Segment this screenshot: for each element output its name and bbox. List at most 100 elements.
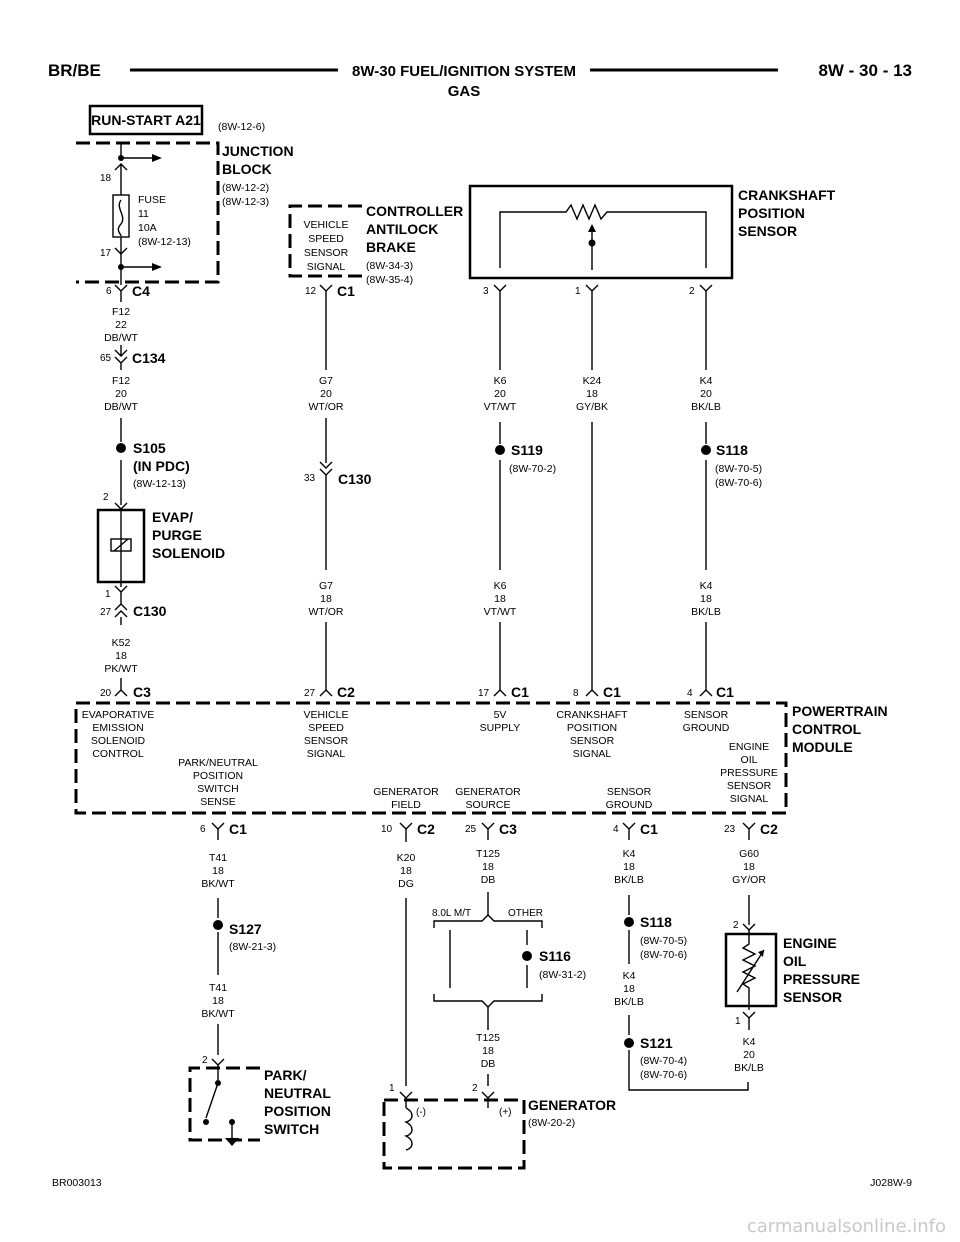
- wire-k52-color: PK/WT: [104, 663, 138, 675]
- wire-k4c-gauge: 18: [623, 861, 635, 873]
- wire-k52-gauge: 18: [115, 650, 127, 662]
- wire-k4d-gauge: 18: [623, 983, 635, 995]
- splice-s118-bottom-dot: [624, 917, 634, 927]
- splice-s105-location: (IN PDC): [133, 458, 190, 474]
- wire-f12b-color: DB/WT: [104, 401, 138, 413]
- splice-s105-dot: [116, 443, 126, 453]
- pcm-label-eop-line-4: SENSOR: [727, 780, 772, 792]
- pcm-label-vss-line-4: SIGNAL: [307, 748, 346, 760]
- c130-mid-connector: C130: [338, 471, 372, 487]
- pcm-c1-pin-4: 4: [687, 688, 693, 699]
- wire-k20-id: K20: [397, 852, 416, 864]
- pn-switch-pin: 2: [202, 1055, 208, 1066]
- crank-pin-3: 3: [483, 286, 489, 297]
- run-start-label: RUN-START A21: [91, 112, 201, 128]
- footer-left: BR003013: [52, 1177, 102, 1189]
- wire-k4d-color: BK/LB: [614, 996, 644, 1008]
- evap-pin-top: 2: [103, 492, 109, 503]
- pn-switch-name-2: NEUTRAL: [264, 1085, 331, 1101]
- wire-f12b-id: F12: [112, 375, 130, 387]
- abs-box-4: SIGNAL: [307, 261, 346, 273]
- abs-ref-2: (8W-35-4): [366, 274, 413, 286]
- pn-switch-name-1: PARK/: [264, 1067, 307, 1083]
- pcm-name-2: CONTROL: [792, 721, 862, 737]
- pcm-label-evap-line-2: EMISSION: [92, 722, 143, 734]
- header-right: 8W - 30 - 13: [818, 61, 912, 80]
- pcm-label-vss-line-2: SPEED: [308, 722, 344, 734]
- wire-k4c-color: BK/LB: [614, 874, 644, 886]
- wire-k24-id: K24: [583, 375, 602, 387]
- pcm-c2-connector: C2: [337, 684, 355, 700]
- crank-name-3: SENSOR: [738, 223, 797, 239]
- wire-k6-gauge: 20: [494, 388, 506, 400]
- fuse-body: [112, 194, 130, 238]
- pcm-label-gen-field-line-2: FIELD: [391, 799, 421, 811]
- c4-connector: C4: [132, 283, 150, 299]
- wire-f12b-gauge: 20: [115, 388, 127, 400]
- evap-pin-bottom: 1: [105, 589, 111, 600]
- pn-switch-name-3: POSITION: [264, 1103, 331, 1119]
- footer-right: J028W-9: [870, 1177, 912, 1189]
- eop-name-4: SENSOR: [783, 989, 842, 1005]
- wire-k52-id: K52: [112, 637, 131, 649]
- wire-k6b-color: VT/WT: [484, 606, 517, 618]
- pcm-label-park-neutral-line-4: SENSE: [200, 796, 236, 808]
- pcm-c2-pin: 27: [304, 688, 316, 699]
- pcm-c1-pin-8: 8: [573, 688, 579, 699]
- c130-mid-pin: 33: [304, 473, 316, 484]
- run-start-ref: (8W-12-6): [218, 121, 265, 133]
- wire-k4e-color: BK/LB: [734, 1062, 764, 1074]
- wire-k4-color: BK/LB: [691, 401, 721, 413]
- crankshaft-sensor-box: [468, 184, 734, 280]
- eop-sensor-pin-bottom: 1: [735, 1016, 741, 1027]
- junction-block-border: [76, 141, 220, 284]
- wire-t41-color: BK/WT: [201, 878, 235, 890]
- eop-name-3: PRESSURE: [783, 971, 860, 987]
- pcm-label-eop-line-3: PRESSURE: [720, 767, 778, 779]
- pcm-name-1: POWERTRAIN: [792, 703, 888, 719]
- c134-connector: C134: [132, 350, 166, 366]
- pcm-label-park-neutral-line-2: POSITION: [193, 770, 243, 782]
- splice-s119-ref: (8W-70-2): [509, 463, 556, 475]
- pcm-name-3: MODULE: [792, 739, 853, 755]
- splice-s121-dot: [624, 1038, 634, 1048]
- wire-k6-color: VT/WT: [484, 401, 517, 413]
- evap-name-3: SOLENOID: [152, 545, 225, 561]
- splice-s116-ref: (8W-31-2): [539, 969, 586, 981]
- wire-k4c-id: K4: [623, 848, 636, 860]
- option-other: OTHER: [508, 908, 543, 919]
- abs-name-3: BRAKE: [366, 239, 416, 255]
- splice-s118-top-ref-1: (8W-70-5): [715, 463, 762, 475]
- splice-s118-top: S118: [716, 442, 748, 458]
- fuse-num: 11: [138, 208, 149, 220]
- abs-box-3: SENSOR: [304, 247, 349, 259]
- crank-name-1: CRANKSHAFT: [738, 187, 836, 203]
- junction-name-1: JUNCTION: [222, 143, 294, 159]
- generator-ref: (8W-20-2): [528, 1117, 575, 1129]
- wire-k6-id: K6: [494, 375, 507, 387]
- generator-pin-2: 2: [472, 1083, 478, 1094]
- wire-g7b-gauge: 18: [320, 593, 332, 605]
- junction-ref-1: (8W-12-2): [222, 182, 269, 194]
- wire-k4-id: K4: [700, 375, 713, 387]
- wire-t125b-color: DB: [481, 1058, 496, 1070]
- c4-pin: 6: [106, 286, 112, 297]
- eop-name-2: OIL: [783, 953, 807, 969]
- eop-name-1: ENGINE: [783, 935, 837, 951]
- abs-controller-border: [288, 204, 362, 278]
- pcm-label-evap-line-1: EVAPORATIVE: [82, 709, 155, 721]
- junction-ref-2: (8W-12-3): [222, 196, 269, 208]
- pn-switch-border: [188, 1066, 260, 1142]
- wire-k4-gauge: 20: [700, 388, 712, 400]
- splice-s118-top-dot: [701, 445, 711, 455]
- option-8l-mt: 8.0L M/T: [432, 908, 471, 919]
- pcm-label-gen-source-line-1: GENERATOR: [455, 786, 521, 798]
- watermark: carmanualsonline.info: [747, 1216, 946, 1237]
- fuse-ref: (8W-12-13): [138, 236, 191, 248]
- wire-k4b-id: K4: [700, 580, 713, 592]
- pcm-label-park-neutral-line-3: SWITCH: [197, 783, 238, 795]
- header-title: 8W-30 FUEL/IGNITION SYSTEM: [352, 63, 576, 80]
- wire-g7b-color: WT/OR: [309, 606, 344, 618]
